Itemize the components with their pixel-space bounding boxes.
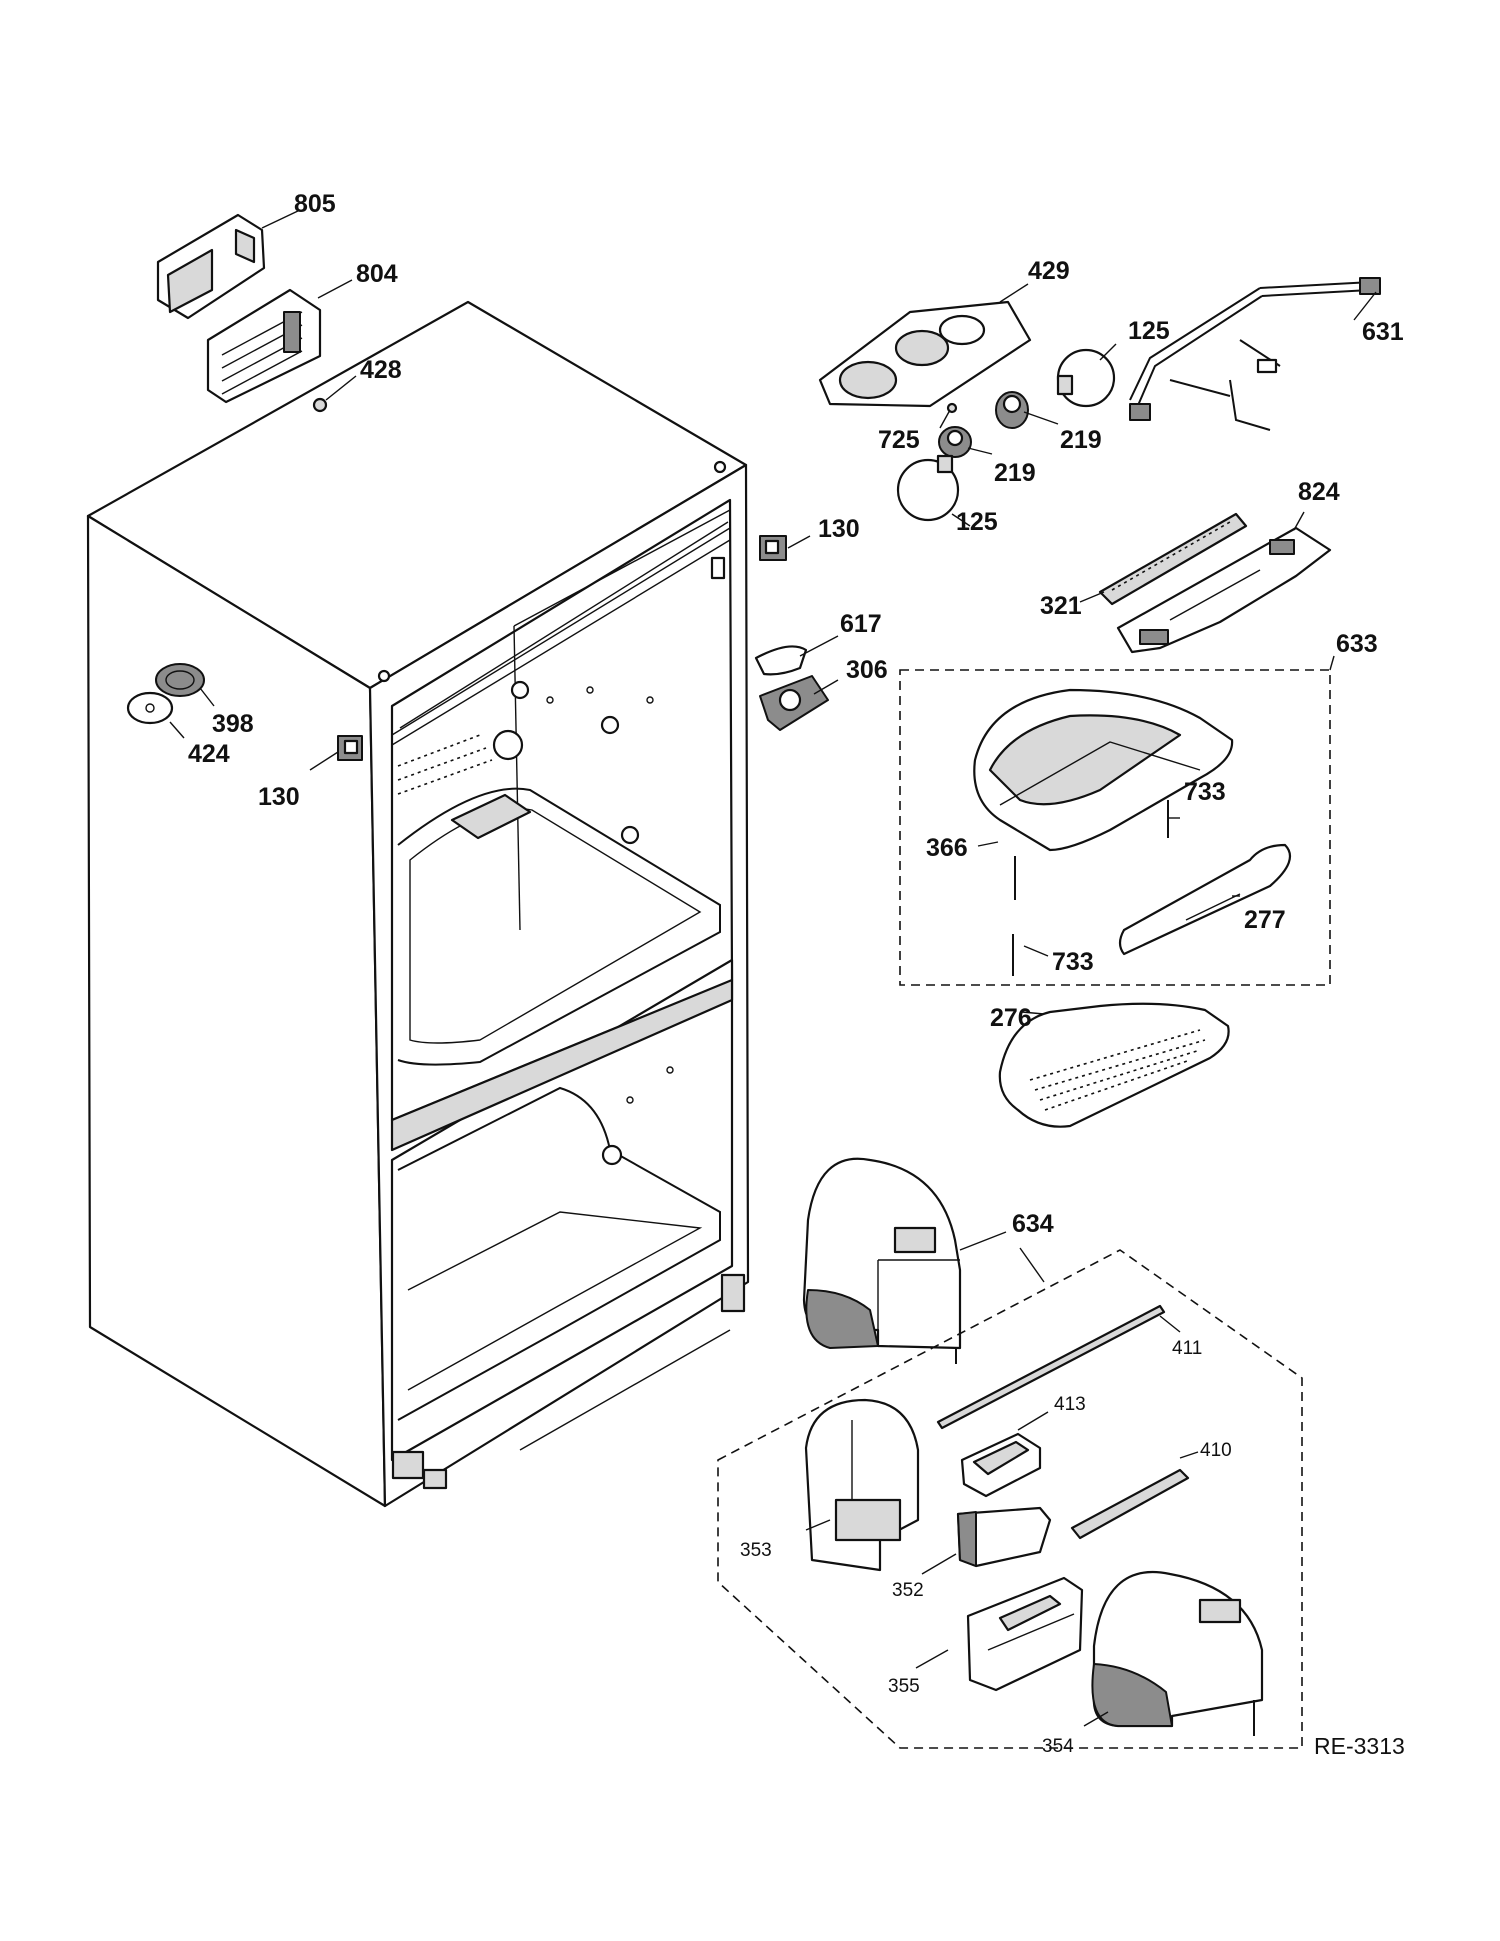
- callout-219-lower: 219: [994, 459, 1036, 487]
- callout-733-lower: 733: [1052, 948, 1094, 976]
- callout-354: 354: [1042, 1736, 1074, 1757]
- part-125-bulb-lower: [896, 454, 960, 522]
- callout-276: 276: [990, 1004, 1032, 1032]
- callout-631: 631: [1362, 318, 1404, 346]
- callout-410: 410: [1200, 1440, 1232, 1461]
- callout-411: 411: [1172, 1338, 1202, 1359]
- callout-125-lower: 125: [956, 508, 998, 536]
- callout-219-upper: 219: [1060, 426, 1102, 454]
- part-804-panel: [206, 288, 322, 404]
- part-398-grille: [155, 663, 205, 697]
- part-353-duct: [804, 1398, 920, 1572]
- callout-355: 355: [888, 1676, 920, 1697]
- part-410-strip: [1070, 1468, 1190, 1540]
- callout-804: 804: [356, 260, 398, 288]
- part-634-duct-housing: [802, 1157, 962, 1364]
- callout-398: 398: [212, 710, 254, 738]
- part-355-cover: [966, 1576, 1084, 1692]
- callout-321: 321: [1040, 592, 1082, 620]
- part-219-socket-upper: [995, 391, 1029, 429]
- callout-352: 352: [892, 1580, 924, 1601]
- part-130-switch-left: [337, 735, 363, 761]
- part-424-seal: [126, 691, 174, 725]
- part-130-switch-right: [759, 535, 787, 561]
- part-306-damper: [759, 675, 829, 731]
- callout-353: 353: [740, 1540, 772, 1561]
- refrigerator-cabinet: [86, 300, 750, 1508]
- part-413-gasket: [960, 1432, 1042, 1498]
- part-617-cover: [754, 645, 808, 676]
- callout-130-right: 130: [818, 515, 860, 543]
- callout-634: 634: [1012, 1210, 1054, 1238]
- part-352-damper-block: [956, 1506, 1052, 1568]
- callout-428: 428: [360, 356, 402, 384]
- callout-725: 725: [878, 426, 920, 454]
- part-125-bulb-upper: [1056, 348, 1116, 408]
- callout-366: 366: [926, 834, 968, 862]
- part-429-light-lens: [818, 300, 1032, 408]
- part-276-light-cover: [998, 1002, 1230, 1128]
- callout-429: 429: [1028, 257, 1070, 285]
- assembly-634-box: [717, 1249, 1303, 1749]
- drawing-reference: RE-3313: [1314, 1733, 1405, 1759]
- assembly-633-box: [899, 669, 1331, 986]
- callout-413: 413: [1054, 1394, 1086, 1415]
- callout-733-upper: 733: [1184, 778, 1226, 806]
- callout-617: 617: [840, 610, 882, 638]
- callout-125-upper: 125: [1128, 317, 1170, 345]
- callout-306: 306: [846, 656, 888, 684]
- part-411-strip: [936, 1304, 1166, 1430]
- part-428-plug: [312, 397, 328, 413]
- callout-130-left: 130: [258, 783, 300, 811]
- part-631-wire-harness: [1129, 277, 1381, 431]
- callout-labels: 805 804 428 429 125 631 725 219 219 125 …: [188, 190, 1405, 1759]
- part-354-duct: [1091, 1571, 1264, 1736]
- callout-277: 277: [1244, 906, 1286, 934]
- callout-424: 424: [188, 740, 230, 768]
- part-219-socket-lower: [938, 426, 972, 458]
- part-321-control-board: [1098, 512, 1248, 606]
- part-824-bracket: [1116, 526, 1332, 654]
- callout-824: 824: [1298, 478, 1340, 506]
- leader-lines: [169, 209, 1377, 1727]
- callout-633: 633: [1336, 630, 1378, 658]
- callout-805: 805: [294, 190, 336, 218]
- part-805-cover: [156, 213, 266, 320]
